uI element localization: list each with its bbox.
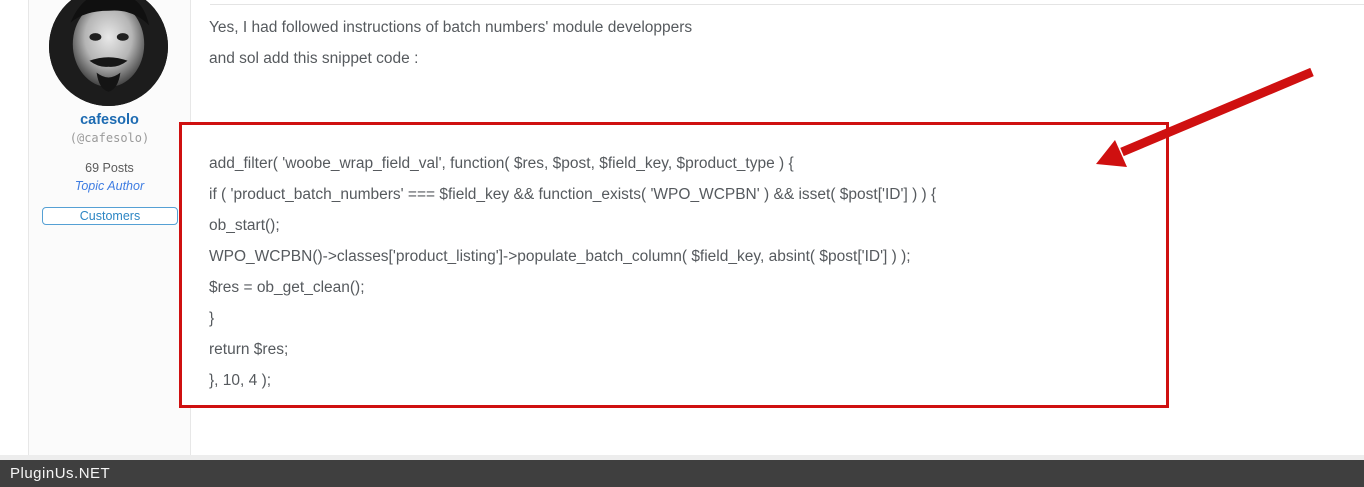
code-highlight-box: add_filter( 'woobe_wrap_field_val', func…	[179, 122, 1169, 408]
author-username-link[interactable]: cafesolo	[80, 112, 139, 128]
footer-divider-strip	[0, 455, 1364, 460]
code-line: WPO_WCPBN()->classes['product_listing']-…	[209, 248, 911, 265]
watermark-text: PluginUs.NET	[10, 465, 111, 482]
code-line: }	[209, 310, 215, 327]
author-post-count: 69 Posts	[85, 161, 134, 175]
code-line: }, 10, 4 );	[209, 372, 272, 389]
code-line: add_filter( 'woobe_wrap_field_val', func…	[209, 155, 794, 172]
author-handle: (@cafesolo)	[69, 131, 150, 145]
content-top-divider	[210, 4, 1364, 5]
avatar[interactable]	[49, 0, 168, 106]
code-line: if ( 'product_batch_numbers' === $field_…	[209, 186, 937, 203]
code-line: ob_start();	[209, 217, 280, 234]
code-line: return $res;	[209, 341, 289, 358]
topic-author-label: Topic Author	[74, 179, 145, 193]
post-body: Yes, I had followed instructions of batc…	[209, 12, 1109, 74]
author-sidebar: cafesolo (@cafesolo) 69 Posts Topic Auth…	[28, 0, 191, 456]
footer-bar: PluginUs.NET	[0, 460, 1364, 487]
post-body-line: and sol add this snippet code :	[209, 50, 419, 67]
post-body-line: Yes, I had followed instructions of batc…	[209, 19, 693, 36]
customers-badge-button[interactable]: Customers	[42, 207, 178, 225]
code-line: $res = ob_get_clean();	[209, 279, 365, 296]
avatar-photo-placeholder	[49, 0, 168, 106]
